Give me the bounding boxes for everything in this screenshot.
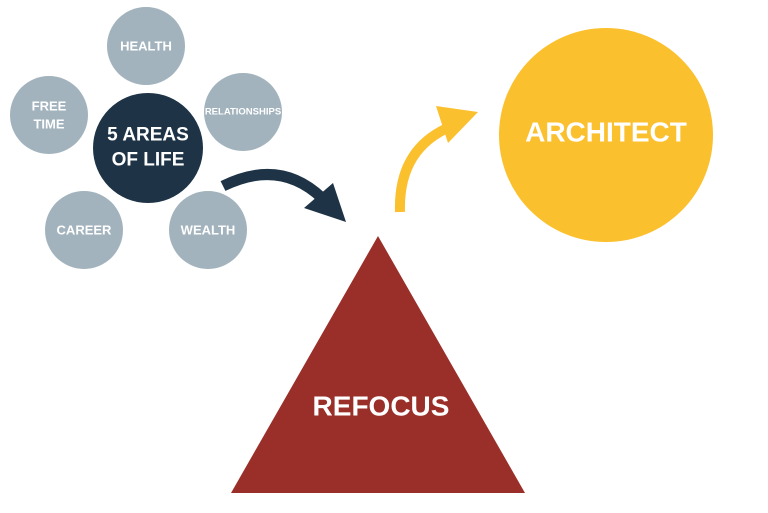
dark-arrow-shaft <box>220 169 326 203</box>
five-areas-label-line2: OF LIFE <box>112 150 185 171</box>
five-areas-label-line1: 5 AREAS <box>107 125 189 146</box>
free-time-label-line1: FREE <box>32 99 67 114</box>
yellow-arrow-shaft <box>394 121 455 213</box>
wealth-label: WEALTH <box>181 223 236 238</box>
free-time-circle <box>10 76 88 154</box>
five-areas-center-circle <box>93 93 203 203</box>
dark-arrow-head <box>304 183 346 222</box>
yellow-arrow-head <box>436 106 478 143</box>
relationships-circle <box>204 73 282 151</box>
free-time-label-line2: TIME <box>33 117 64 132</box>
career-circle <box>45 191 123 269</box>
career-label: CAREER <box>57 223 113 238</box>
health-circle <box>107 7 185 85</box>
relationships-label: RELATIONSHIPS <box>205 107 281 118</box>
architect-circle <box>499 28 713 242</box>
refocus-label: REFOCUS <box>313 391 450 422</box>
architect-label: ARCHITECT <box>525 117 687 148</box>
health-label: HEALTH <box>120 39 172 54</box>
refocus-triangle <box>231 236 525 493</box>
wealth-circle <box>169 191 247 269</box>
